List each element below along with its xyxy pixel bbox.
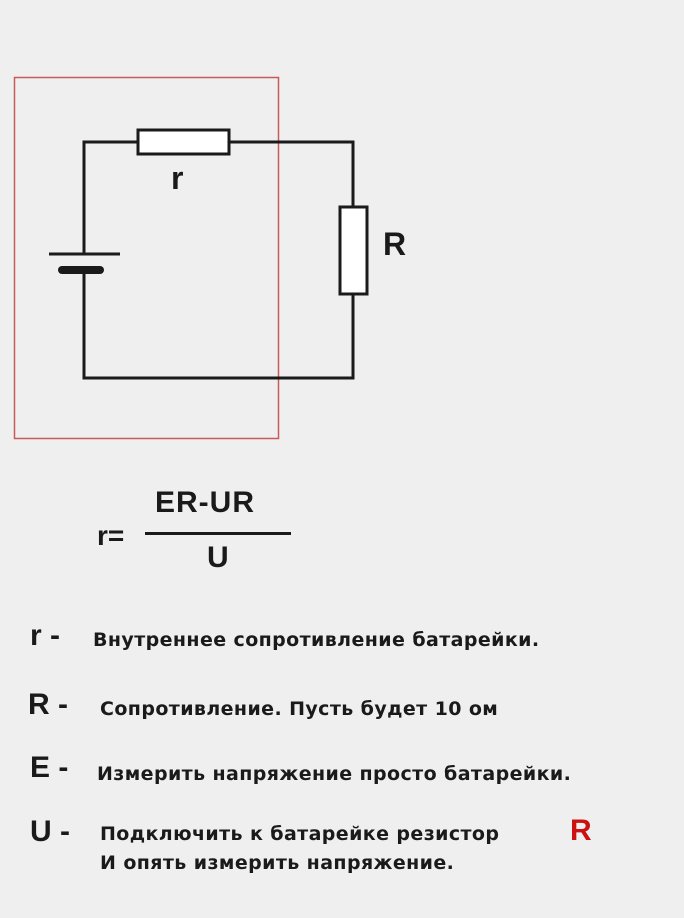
load-resistor-label: R	[383, 226, 407, 262]
legend-text-R: Сопротивление. Пусть будет 10 ом	[100, 698, 499, 720]
legend-text-E: Измерить напряжение просто батарейки.	[97, 763, 572, 785]
formula-numerator: ER-UR	[155, 486, 255, 519]
legend-highlight-R: R	[570, 814, 592, 847]
legend-symbol-r: r -	[30, 619, 60, 652]
formula-lhs: r=	[97, 520, 125, 551]
internal-resistor-label: r	[171, 160, 184, 196]
legend-symbol-E: E -	[30, 751, 69, 784]
legend-text-U: Подключить к батарейке резистор	[100, 823, 500, 845]
battery-frame	[13, 76, 280, 440]
internal-resistor	[136, 128, 231, 156]
wire-top-left	[82, 140, 138, 254]
legend-text-r: Внутреннее сопротивление батарейки.	[93, 629, 540, 651]
legend-text-U-line2: И опять измерить напряжение.	[100, 852, 455, 874]
wire-bottom	[82, 270, 355, 380]
legend-symbol-U: U -	[30, 815, 70, 848]
circuit-wires	[82, 140, 355, 380]
circuit-diagram	[13, 76, 369, 440]
wire-top-right	[229, 140, 355, 207]
fraction-bar	[145, 532, 291, 535]
load-resistor	[338, 205, 369, 296]
formula-denominator: U	[207, 541, 229, 574]
legend-symbol-R: R -	[28, 688, 68, 721]
